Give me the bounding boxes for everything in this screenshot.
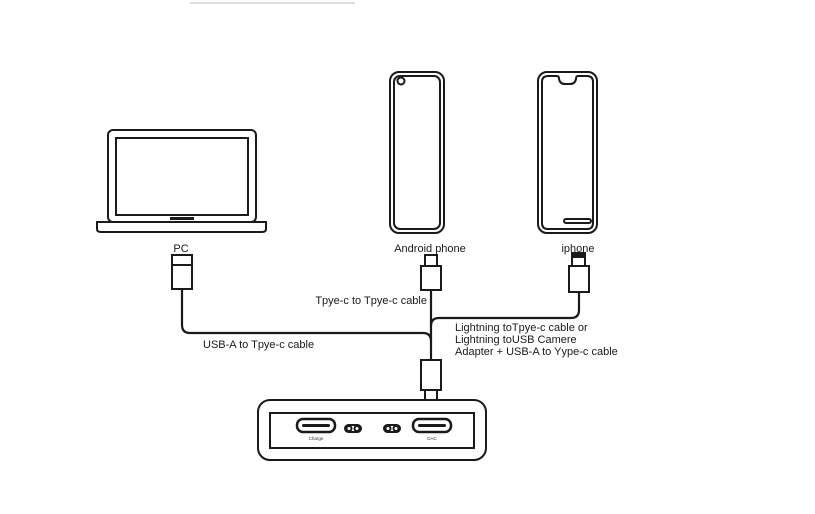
dac-hub bbox=[257, 399, 487, 461]
lightning-cable bbox=[429, 292, 581, 327]
iphone-label: iphone bbox=[561, 243, 594, 255]
dac-port-label: DAC bbox=[427, 436, 437, 441]
lightning-cable-label-1: Lightning toTpye-c cable or bbox=[455, 322, 588, 334]
lightning-cable-label-2: Lightning toUSB Camere bbox=[455, 334, 577, 346]
type-c-plug-icon bbox=[420, 254, 442, 291]
iphone-icon bbox=[537, 71, 598, 234]
switch-icon bbox=[383, 424, 401, 433]
charge-port-icon bbox=[295, 417, 337, 434]
laptop-icon bbox=[96, 129, 267, 233]
lightning-cable-label-3: Adapter + USB-A to Yype-c cable bbox=[455, 346, 618, 358]
android-phone-label: Android phone bbox=[394, 243, 466, 255]
charge-port-label: Charge bbox=[309, 436, 324, 441]
usb-a-plug-icon bbox=[171, 254, 193, 290]
usb-a-cable-label: USB-A to Tpye-c cable bbox=[203, 339, 314, 351]
dac-port-icon bbox=[411, 417, 453, 434]
lightning-plug-icon bbox=[568, 252, 590, 293]
switch-icon bbox=[344, 424, 362, 433]
pc-label: PC bbox=[173, 243, 188, 255]
type-c-cable-label: Tpye-c to Tpye-c cable bbox=[315, 295, 427, 307]
android-phone-icon bbox=[389, 71, 445, 234]
hub-type-c-plug-icon bbox=[420, 359, 442, 401]
